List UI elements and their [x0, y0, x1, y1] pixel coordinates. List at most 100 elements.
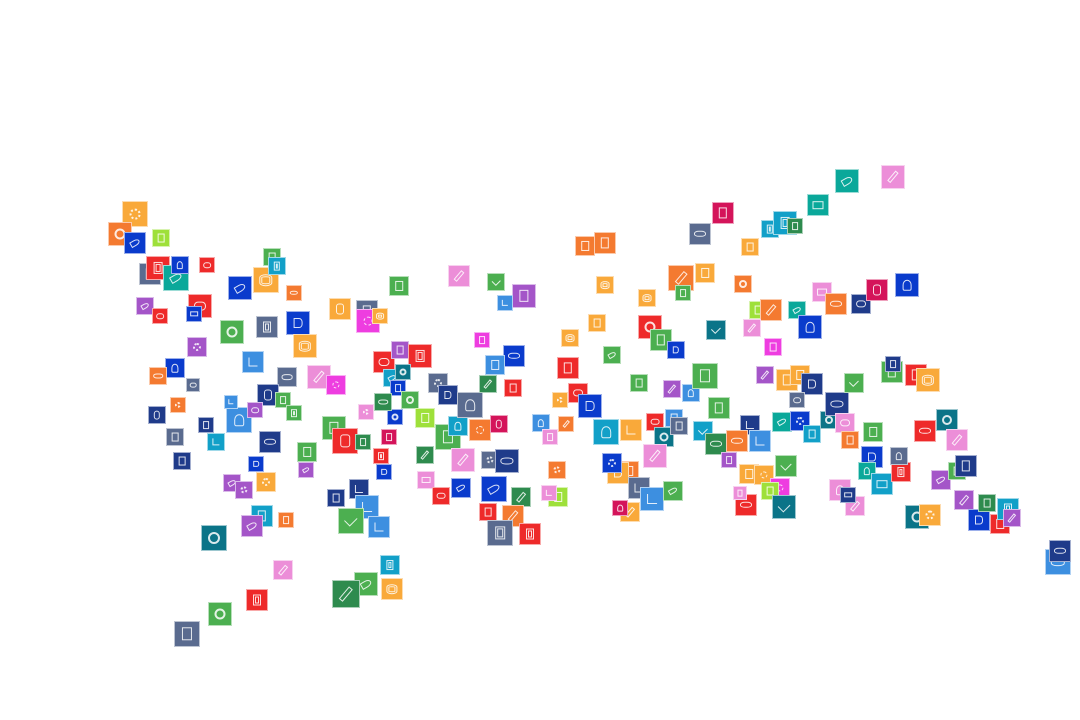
download-icon [491, 276, 501, 286]
document-icon [157, 233, 165, 243]
pencil-tile [332, 580, 360, 608]
megaphone-tile [248, 456, 264, 472]
cloud-icon [508, 352, 520, 360]
disc-tile [734, 275, 752, 293]
coins-tile [561, 329, 579, 347]
megaphone-tile [578, 394, 602, 418]
pencil-icon [649, 449, 661, 463]
cloud-tile [825, 392, 849, 416]
megaphone-icon [868, 452, 876, 462]
coins-icon [386, 584, 398, 594]
cloud-tile [286, 285, 302, 301]
paper-plane-icon [487, 482, 501, 496]
megaphone-icon [381, 468, 387, 476]
paper-plane-icon [776, 417, 788, 427]
chat-icon [856, 300, 866, 308]
gear-icon [240, 486, 248, 494]
pencil-icon [516, 491, 526, 503]
megaphone-tile [438, 385, 458, 405]
scissors-tile [326, 375, 346, 395]
document-icon [280, 396, 286, 404]
disc-tile [387, 409, 403, 425]
pencil-tile [946, 429, 968, 451]
gear-tile [548, 461, 566, 479]
pencil-icon [760, 370, 770, 380]
cloud-tile [277, 367, 297, 387]
document-tile [650, 329, 672, 351]
document-tile [708, 397, 730, 419]
cloud-tile [495, 449, 519, 473]
chart-tile [207, 433, 225, 451]
document-tile [741, 238, 759, 256]
chart-tile [640, 487, 664, 511]
calculator-icon [153, 261, 163, 275]
scissors-icon [363, 316, 373, 326]
document-icon [171, 432, 179, 442]
gear-tile [602, 453, 622, 473]
calculator-tile [891, 462, 911, 482]
gear-tile [235, 481, 253, 499]
phone-icon [153, 410, 161, 420]
envelope-icon [812, 201, 824, 209]
user-icon [465, 399, 475, 411]
document-icon [792, 222, 798, 230]
megaphone-icon [672, 346, 680, 354]
calculator-tile [519, 523, 541, 545]
user-tile [682, 384, 700, 402]
cloud-icon [289, 290, 299, 296]
gear-icon [129, 208, 141, 220]
document-tile [166, 428, 184, 446]
cloud-tile [705, 433, 727, 455]
user-tile [593, 419, 619, 445]
disc-tile [208, 602, 232, 626]
scissors-icon [332, 381, 340, 389]
document-tile [297, 442, 317, 462]
megaphone-tile [968, 509, 990, 531]
user-icon [617, 504, 623, 512]
user-tile [532, 414, 550, 432]
gear-icon [607, 458, 617, 468]
user-tile [448, 416, 468, 436]
user-icon [687, 389, 695, 397]
user-tile [798, 315, 822, 339]
gear-icon [486, 456, 494, 464]
chart-icon [545, 489, 553, 497]
chart-icon [248, 357, 258, 367]
cloud-icon [731, 437, 743, 445]
pencil-icon [313, 370, 325, 384]
document-tile [594, 232, 616, 254]
gear-icon [925, 510, 935, 520]
disc-tile [395, 364, 411, 380]
document-icon [484, 507, 492, 517]
chat-tile [373, 351, 395, 373]
document-tile [695, 263, 715, 283]
gear-icon [795, 416, 805, 426]
user-icon [895, 452, 903, 460]
document-tile [278, 512, 294, 528]
coins-tile [372, 308, 388, 324]
paper-plane-icon [246, 520, 258, 532]
gear-icon [174, 401, 182, 409]
paper-plane-icon [301, 466, 311, 474]
scissors-icon [760, 471, 768, 479]
paper-plane-icon [233, 282, 247, 294]
document-tile [512, 284, 536, 308]
document-tile [978, 494, 996, 512]
envelope-tile [186, 306, 202, 322]
paper-plane-icon [792, 305, 802, 315]
gear-icon [556, 396, 564, 404]
user-tile [165, 358, 185, 378]
pencil-icon [747, 323, 757, 333]
chart-icon [626, 425, 636, 435]
document-tile [803, 425, 821, 443]
chart-icon [354, 484, 364, 494]
pencil-tile [954, 490, 974, 510]
disc-icon [659, 432, 669, 442]
disc-tile [201, 525, 227, 551]
calculator-icon [495, 526, 505, 540]
document-tile [327, 489, 345, 507]
phone-icon [495, 419, 503, 429]
disc-tile [936, 409, 958, 431]
phone-tile [332, 428, 358, 454]
paper-plane-icon [935, 475, 947, 485]
